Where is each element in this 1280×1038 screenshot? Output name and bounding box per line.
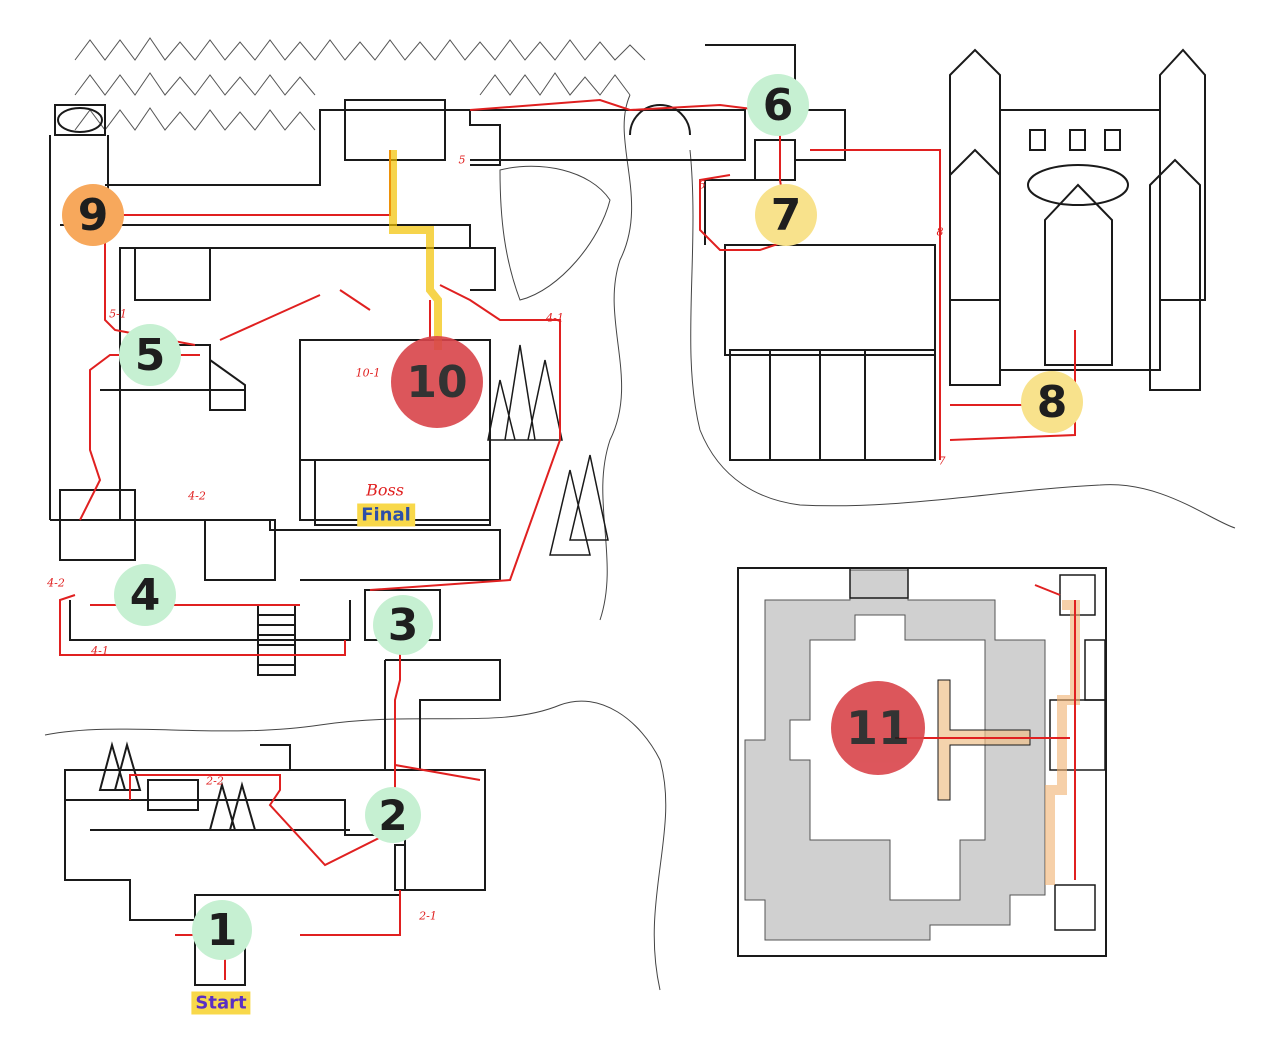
- waypoint-marker-3: 3: [373, 595, 433, 655]
- maze-dungeon: [737, 567, 1107, 957]
- pine-trees: [487, 344, 609, 556]
- route-note: 2-2: [206, 774, 224, 788]
- route-note: 4-1: [546, 311, 564, 325]
- route-lines: [59, 98, 1076, 980]
- waypoint-marker-9: 9: [62, 184, 124, 246]
- route-note: 2-1: [419, 909, 437, 923]
- route-note: 4-1: [91, 644, 109, 658]
- route-note: 7: [938, 454, 946, 468]
- route-note: 5-1: [109, 307, 127, 321]
- boss-label: Boss: [366, 480, 404, 500]
- route-note: 5: [458, 153, 466, 167]
- route-note: 4-2: [188, 489, 206, 503]
- terrain-lines: [44, 94, 1236, 991]
- starting-building: [64, 741, 486, 986]
- start-label: Start: [191, 991, 251, 1015]
- final-label: Final: [357, 503, 415, 527]
- route-note: 6: [698, 178, 706, 192]
- keep-building: [470, 44, 936, 461]
- waypoint-marker-11: 11: [831, 681, 925, 775]
- route-note: 10-1: [355, 366, 381, 380]
- route-note: 4-2: [47, 576, 65, 590]
- waypoint-marker-7: 7: [755, 184, 817, 246]
- highlight-path: [389, 150, 442, 350]
- waypoint-marker-4: 4: [114, 564, 176, 626]
- cathedral: [949, 48, 1206, 391]
- waypoint-marker-6: 6: [747, 74, 809, 136]
- waypoint-marker-10: 10: [391, 336, 483, 428]
- waypoint-marker-5: 5: [119, 324, 181, 386]
- route-note: 8: [936, 225, 944, 239]
- forest-top: [74, 37, 646, 131]
- waypoint-marker-2: 2: [365, 787, 421, 843]
- waypoint-marker-1: 1: [192, 900, 252, 960]
- waypoint-marker-8: 8: [1021, 371, 1083, 433]
